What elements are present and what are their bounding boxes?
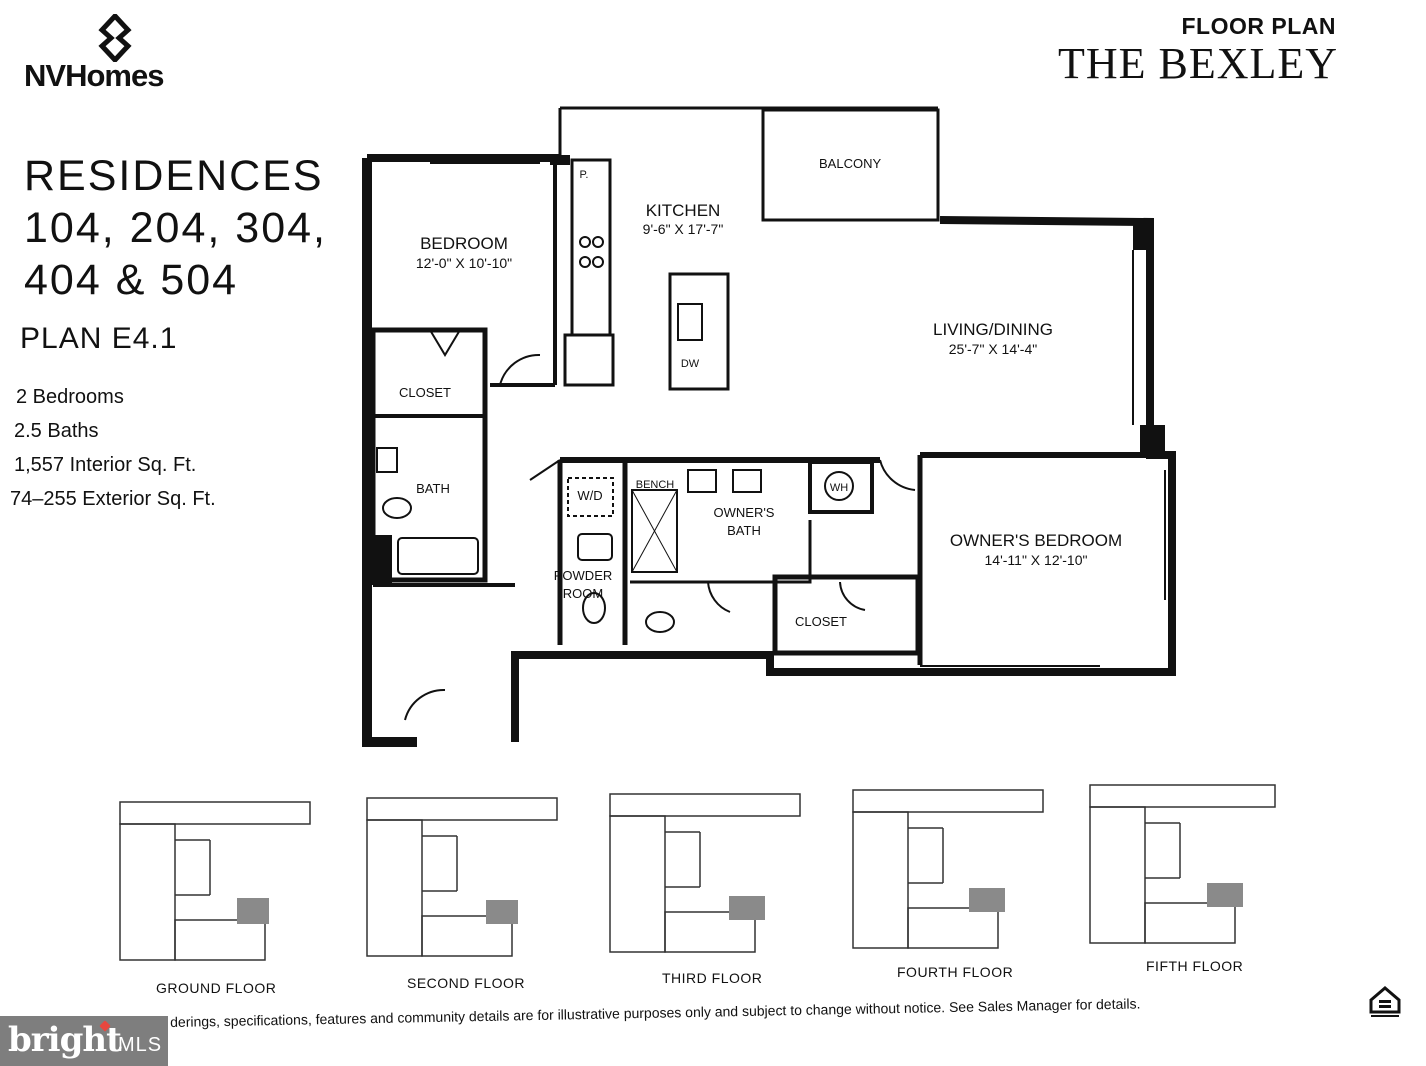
exterior-wall (511, 216, 1176, 742)
keyplan-fourth-floor (852, 789, 1044, 949)
floor-plan-drawing: BALCONY KITCHEN 9'-6" X 17'-7" BEDROOM 1… (362, 106, 1176, 747)
disclaimer-text: derings, specifications, features and co… (170, 995, 1141, 1030)
stat-interior-sqft: 1,557 Interior Sq. Ft. (14, 454, 197, 476)
room-label-water-heater: WH (830, 482, 848, 494)
room-dim-bedroom: 12'-0" X 10'-10" (416, 255, 512, 271)
room-label-bedroom: BEDROOM (420, 234, 508, 253)
room-label-living-dining: LIVING/DINING (933, 320, 1053, 339)
stat-bedrooms: 2 Bedrooms (16, 386, 124, 408)
room-dim-kitchen: 9'-6" X 17'-7" (643, 221, 724, 237)
stat-exterior-sqft: 74–255 Exterior Sq. Ft. (10, 488, 216, 510)
residences-line: 104, 204, 304, (24, 204, 327, 252)
floor-label-fifth: FIFTH FLOOR (1146, 958, 1244, 974)
plan-title: THE BEXLEY (1057, 39, 1338, 88)
floor-label-ground: GROUND FLOOR (156, 980, 277, 996)
room-label-dishwasher: DW (681, 358, 700, 370)
room-label-closet: CLOSET (399, 385, 451, 400)
floor-label-third: THIRD FLOOR (662, 970, 763, 986)
exterior-wall (362, 158, 417, 747)
keyplan-ground-floor (119, 801, 311, 961)
keyplan-fifth-floor (1089, 784, 1276, 944)
residences-heading: RESIDENCES 104, 204, 304, 404 & 504 (24, 150, 327, 306)
room-label-pantry: P. (580, 169, 589, 181)
floor-plan-label: FLOOR PLAN (1181, 13, 1336, 39)
residences-line: RESIDENCES (24, 152, 324, 200)
room-dim-living-dining: 25'-7" X 14'-4" (949, 341, 1037, 357)
balcony-outline (761, 108, 940, 222)
room-label-owners-closet: CLOSET (795, 614, 847, 629)
room-label-owners-bedroom: OWNER'S BEDROOM (950, 531, 1122, 550)
room-label-washer-dryer: W/D (577, 488, 602, 503)
room-label-bench: BENCH (636, 479, 675, 491)
room-label-powder-room: ROOM (563, 586, 603, 601)
bright-mls-watermark: bright MLS (0, 1016, 168, 1066)
room-label-owners-bath: OWNER'S (714, 505, 775, 520)
plan-stats: 2 Bedrooms 2.5 Baths 1,557 Interior Sq. … (10, 380, 216, 516)
nv-logo-icon (98, 14, 132, 62)
room-label-owners-bath: BATH (727, 523, 761, 538)
residences-line: 404 & 504 (24, 256, 239, 304)
room-label-bath: BATH (416, 481, 450, 496)
room-label-powder-room: POWDER (554, 568, 613, 583)
equal-housing-icon (1369, 986, 1401, 1017)
plan-name: PLAN E4.1 (20, 322, 178, 355)
room-label-kitchen: KITCHEN (646, 201, 721, 220)
watermark-suffix: MLS (118, 1034, 163, 1056)
keyplan-third-floor (609, 793, 801, 953)
keyplan-second-floor (366, 797, 558, 957)
floor-label-fourth: FOURTH FLOOR (897, 964, 1014, 980)
floor-label-second: SECOND FLOOR (407, 975, 526, 991)
stat-baths: 2.5 Baths (14, 420, 99, 442)
room-dim-owners-bedroom: 14'-11" X 12'-10" (985, 552, 1088, 568)
room-label-balcony: BALCONY (819, 156, 881, 171)
brand-name: NVHomes (24, 58, 164, 93)
